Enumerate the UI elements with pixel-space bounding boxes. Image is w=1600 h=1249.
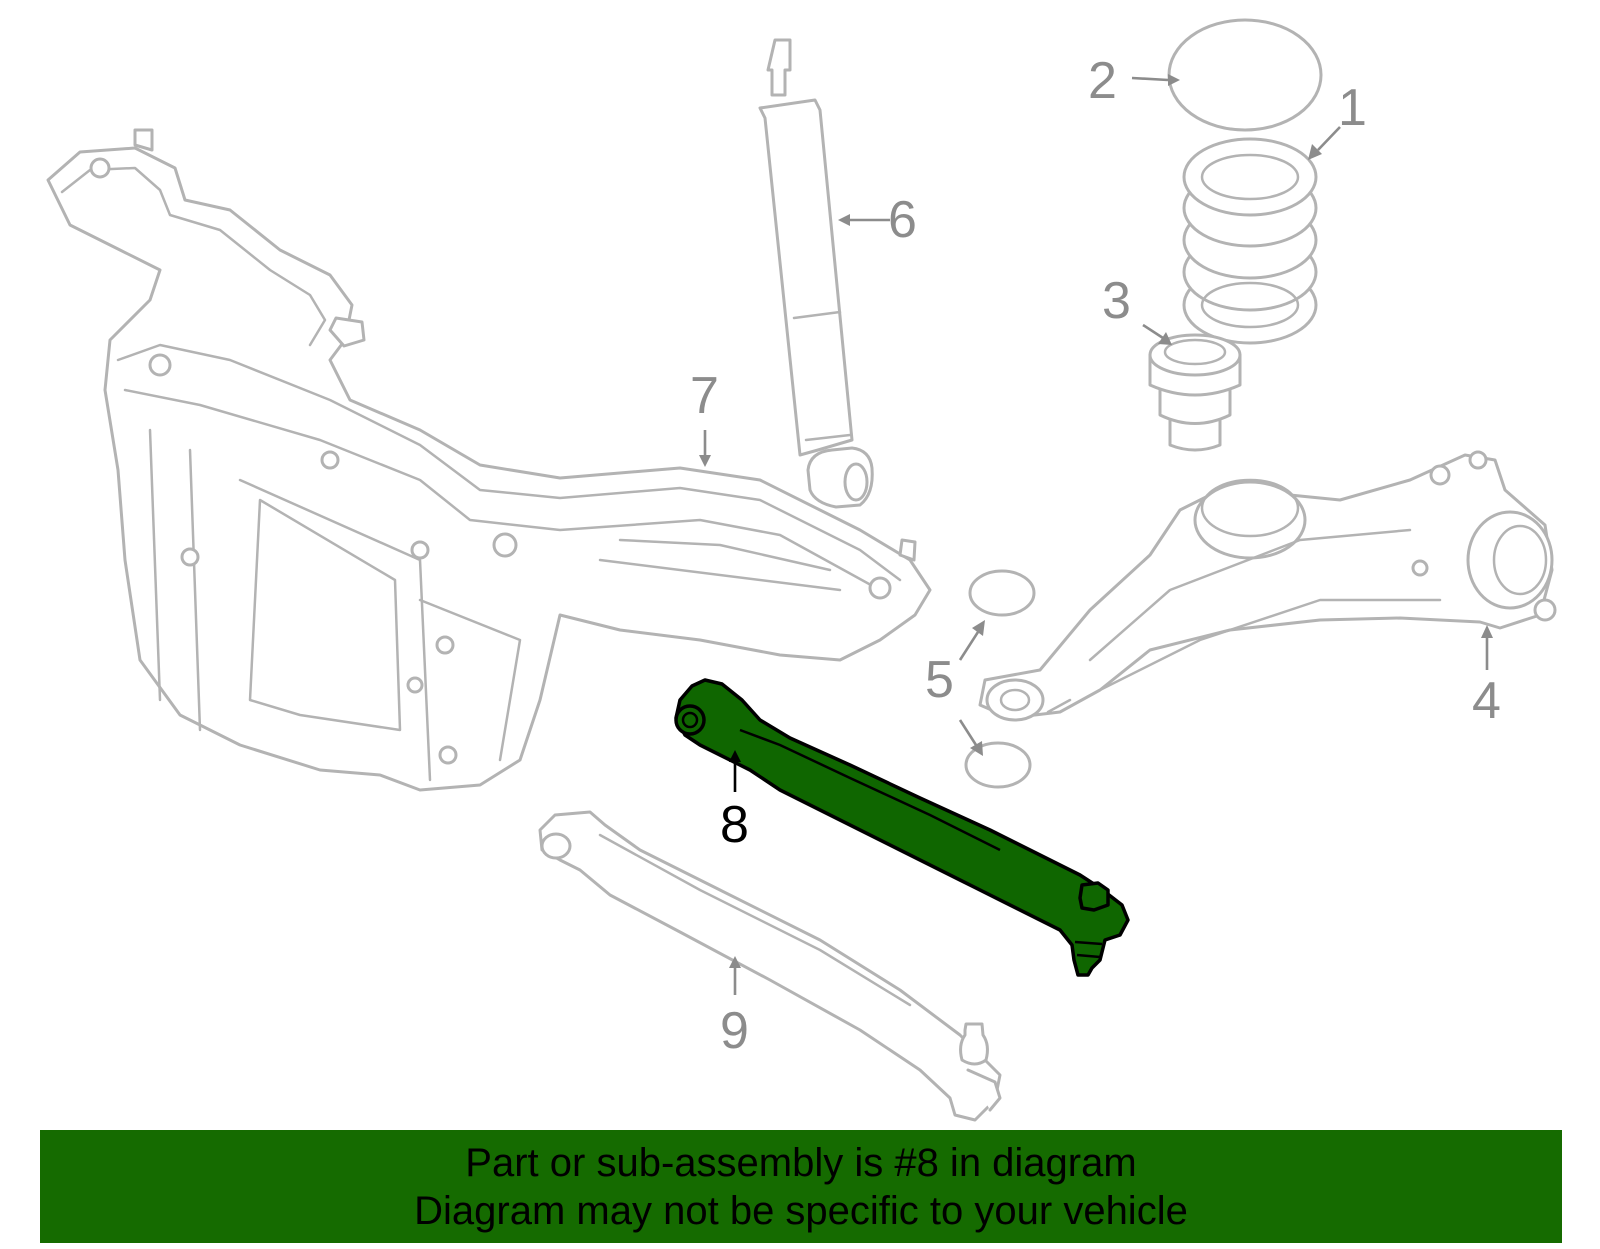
callout-2[interactable]: 2 — [1088, 52, 1117, 110]
callout-7[interactable]: 7 — [690, 367, 719, 425]
notice-line-1: Part or sub-assembly is #8 in diagram — [465, 1140, 1137, 1185]
callout-4[interactable]: 4 — [1472, 672, 1501, 730]
callout-8[interactable]: 8 — [720, 796, 749, 854]
leader-lines — [699, 74, 1493, 995]
shock-absorber-part-6[interactable] — [758, 38, 874, 509]
control-arm-part-4[interactable] — [978, 450, 1557, 722]
toe-link-part-8-highlighted[interactable] — [674, 678, 1130, 977]
callout-3[interactable]: 3 — [1102, 272, 1131, 330]
callout-5[interactable]: 5 — [925, 651, 954, 709]
notice-line-2: Diagram may not be specific to your vehi… — [414, 1188, 1188, 1233]
part-notice-banner: Part or sub-assembly is #8 in diagram Di… — [40, 1130, 1562, 1243]
coil-spring-part-1[interactable] — [1182, 137, 1318, 345]
lateral-link-part-9[interactable] — [538, 810, 1002, 1122]
callout-9[interactable]: 9 — [720, 1002, 749, 1060]
subframe-part-7[interactable] — [46, 128, 932, 792]
callout-1[interactable]: 1 — [1338, 79, 1367, 137]
jounce-bumper-part-3[interactable] — [1148, 333, 1242, 452]
callout-6[interactable]: 6 — [888, 191, 917, 249]
spring-isolator-part-2[interactable] — [1167, 18, 1323, 132]
